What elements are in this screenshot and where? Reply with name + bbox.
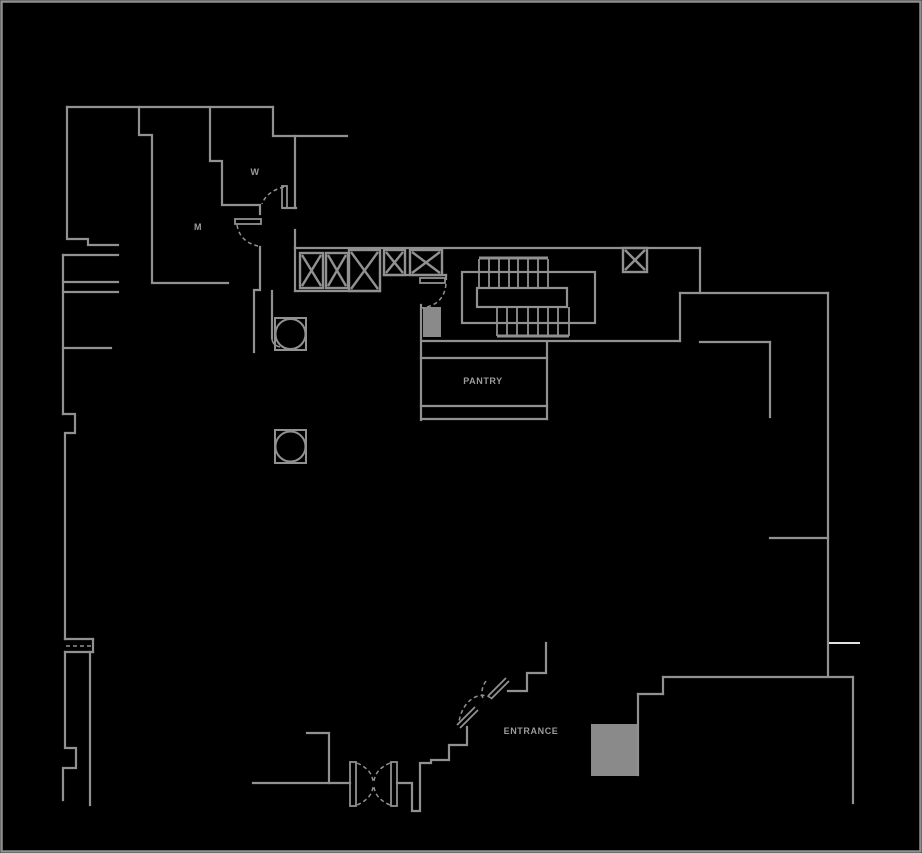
wall-hook bbox=[271, 337, 281, 348]
elevator-shaft-box bbox=[621, 246, 649, 274]
m-door-leaf bbox=[234, 218, 262, 225]
double-door-right-jamb bbox=[390, 761, 398, 807]
wall bbox=[506, 641, 548, 693]
room-label-entrance: ENTRANCE bbox=[504, 726, 559, 736]
entrance-door-leaf bbox=[487, 677, 507, 697]
door-swing-arc bbox=[261, 186, 285, 205]
elevator-shaft-box bbox=[382, 248, 407, 277]
w-door-leaf bbox=[281, 185, 288, 209]
room-label-mens-room: M bbox=[194, 222, 202, 232]
entrance-fill bbox=[591, 724, 638, 776]
stair-landing bbox=[475, 286, 569, 309]
elevator-x-icon bbox=[350, 251, 379, 290]
door-swing-arc bbox=[458, 694, 492, 723]
wall bbox=[61, 650, 78, 802]
room-label-womens-room: W bbox=[250, 167, 259, 177]
wall bbox=[208, 105, 262, 216]
door-swing-arc bbox=[236, 224, 259, 247]
door-swing-arc bbox=[356, 784, 374, 806]
wall bbox=[252, 245, 262, 354]
shaft-fill bbox=[423, 307, 441, 337]
elevator-shaft-box bbox=[408, 248, 444, 277]
column-circle bbox=[274, 318, 307, 350]
wall bbox=[395, 725, 469, 813]
door-swing-arc bbox=[373, 784, 391, 806]
wall bbox=[61, 412, 77, 641]
wall bbox=[305, 731, 331, 785]
elevator-x-icon bbox=[385, 251, 404, 274]
room-label-pantry: PANTRY bbox=[463, 376, 503, 386]
door-swing-arc bbox=[421, 283, 447, 309]
wall bbox=[137, 105, 230, 285]
elevator-shaft-box bbox=[298, 251, 325, 290]
elevator-x-icon bbox=[624, 249, 646, 271]
door-swing-arc bbox=[481, 680, 487, 702]
elevator-x-icon bbox=[326, 254, 348, 287]
wall bbox=[271, 105, 349, 138]
elevator-x-icon bbox=[411, 251, 441, 274]
door-swing-arc bbox=[356, 762, 374, 784]
column-circle bbox=[274, 430, 307, 463]
entrance-door-leaf bbox=[459, 709, 479, 729]
double-door-left-jamb bbox=[349, 761, 357, 807]
elevator-x-icon bbox=[300, 254, 323, 287]
elevator-shaft-box bbox=[347, 248, 382, 293]
door-swing-arc bbox=[373, 762, 391, 784]
elevator-lobby-door-leaf bbox=[419, 277, 446, 284]
entrance-door-leaf bbox=[490, 680, 510, 700]
entrance-door-leaf bbox=[456, 706, 476, 726]
wall bbox=[65, 105, 120, 247]
